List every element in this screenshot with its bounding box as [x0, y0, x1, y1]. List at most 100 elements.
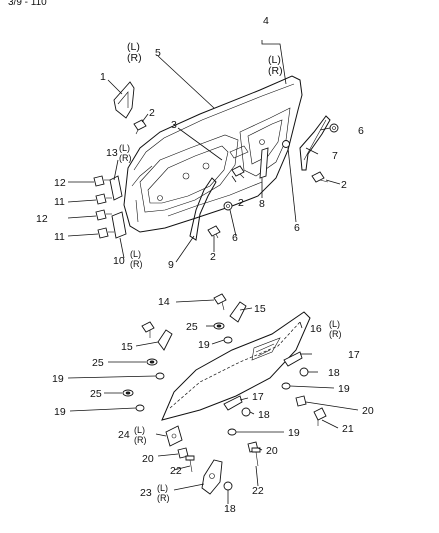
nut-icon: [282, 140, 290, 148]
callout-4: 4: [263, 15, 269, 27]
callout-22: 22: [252, 485, 264, 497]
callout-21: 21: [342, 423, 354, 435]
callout-19: 19: [52, 373, 64, 385]
side-l-label: (L): [157, 483, 168, 493]
callout-2: 2: [210, 251, 216, 263]
callout-19: 19: [288, 427, 300, 439]
screw-icon: [213, 293, 227, 311]
spacer-icon: [227, 428, 237, 436]
bolt-icon: [313, 407, 327, 426]
callout-11: 11: [54, 196, 65, 208]
side-r-label: (R): [329, 329, 342, 339]
callout-6: 6: [232, 232, 238, 244]
callout-2: 2: [238, 197, 244, 209]
callout-23: 23: [140, 487, 152, 499]
nut-icon: [223, 201, 233, 211]
side-l-label: (L): [127, 41, 140, 53]
side-r-label: (R): [134, 435, 147, 445]
callout-19: 19: [54, 406, 66, 418]
callout-15: 15: [254, 303, 266, 315]
screw-icon: [185, 455, 195, 473]
callout-5: 5: [155, 47, 161, 59]
side-r-label: (R): [157, 493, 170, 503]
callout-2: 2: [149, 107, 155, 119]
callout-22: 22: [170, 465, 182, 477]
spacer-icon: [155, 372, 165, 380]
callout-17: 17: [348, 349, 360, 361]
door-glass: [161, 311, 311, 421]
washer-icon: [213, 322, 225, 330]
callout-8: 8: [259, 198, 265, 210]
mirror-bracket-part: [113, 81, 135, 119]
door-shell: [123, 75, 303, 233]
nut-icon: [299, 367, 309, 377]
callout-20: 20: [142, 453, 154, 465]
clip-icon: [95, 209, 112, 221]
bolt-icon: [207, 225, 221, 239]
callout-19: 19: [198, 339, 210, 351]
run-channel-part: [299, 115, 331, 171]
side-r-label: (R): [119, 153, 132, 163]
diagram-code: 3/9 - 110: [8, 0, 47, 8]
callout-6: 6: [358, 125, 364, 137]
hinge-bracket-part: [111, 211, 127, 239]
regulator-bracket-part: [201, 459, 223, 495]
clip-icon: [93, 175, 110, 187]
callout-11: 11: [54, 231, 65, 243]
callout-3: 3: [171, 119, 177, 131]
callout-6: 6: [294, 222, 300, 234]
guide-part: [259, 147, 269, 179]
callout-10: 10: [113, 255, 125, 267]
spacer-icon: [135, 404, 145, 412]
glass-guide-part: [283, 351, 303, 367]
side-l-label: (L): [119, 143, 130, 153]
nut-icon: [241, 407, 251, 417]
clip-icon: [95, 193, 112, 205]
washer-icon: [146, 358, 158, 366]
callout-12: 12: [54, 177, 66, 189]
side-r-label: (R): [127, 52, 142, 64]
callout-2: 2: [341, 179, 347, 191]
callout-17: 17: [252, 391, 264, 403]
callout-18: 18: [258, 409, 270, 421]
screw-icon: [251, 447, 261, 467]
spacer-icon: [223, 336, 233, 344]
glass-guide-part: [223, 395, 243, 411]
callout-1: 1: [100, 71, 106, 83]
washer-icon: [122, 389, 134, 397]
bolt-icon: [133, 119, 147, 135]
side-l-label: (L): [268, 54, 281, 66]
callout-13: 13: [106, 147, 118, 159]
callout-12: 12: [36, 213, 48, 225]
spacer-icon: [281, 382, 291, 390]
clip-icon: [97, 227, 114, 239]
hinge-bracket-part: [109, 175, 123, 201]
glass-bracket-part: [157, 329, 173, 351]
callout-25: 25: [90, 388, 102, 400]
side-l-label: (L): [134, 425, 145, 435]
nut-icon: [223, 481, 233, 491]
callout-20: 20: [362, 405, 374, 417]
bolt-icon: [311, 171, 329, 183]
glass-bracket-part: [229, 301, 247, 323]
callout-25: 25: [186, 321, 198, 333]
callout-18: 18: [224, 503, 236, 515]
callout-15: 15: [121, 341, 133, 353]
callout-19: 19: [338, 383, 350, 395]
clip-icon: [295, 395, 307, 407]
side-l-label: (L): [329, 319, 340, 329]
glass-bracket-part: [165, 425, 183, 447]
side-r-label: (R): [130, 259, 143, 269]
callout-24: 24: [118, 429, 130, 441]
bolt-icon: [231, 165, 245, 179]
side-l-label: (L): [130, 249, 141, 259]
callout-18: 18: [328, 367, 340, 379]
callout-9: 9: [168, 259, 174, 271]
screw-icon: [141, 321, 155, 338]
callout-20: 20: [266, 445, 278, 457]
nut-icon: [329, 123, 339, 133]
callout-7: 7: [332, 150, 338, 162]
callout-16: 16: [310, 323, 322, 335]
callout-25: 25: [92, 357, 104, 369]
